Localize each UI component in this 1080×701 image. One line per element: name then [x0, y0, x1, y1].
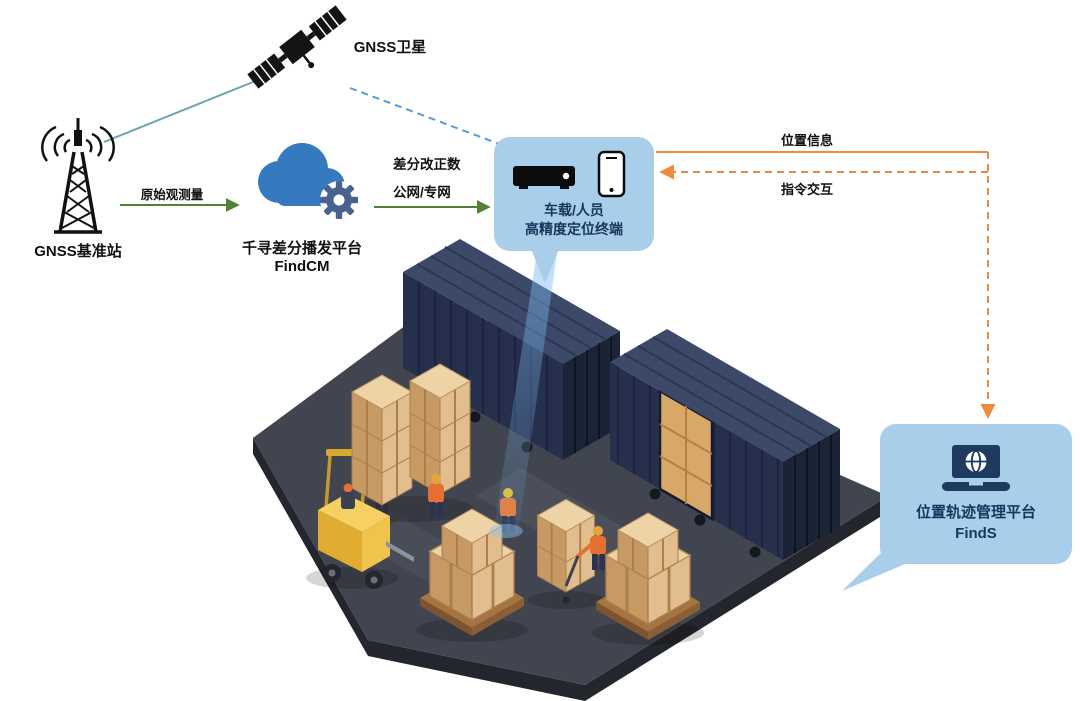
pallet-stack-left — [351, 363, 471, 506]
corrections-label-line1: 差分改正数 — [393, 157, 461, 172]
terminal-card: 车载/人员 高精度定位终端 — [494, 137, 654, 251]
terminal-icons — [513, 150, 626, 197]
command-interaction-label: 指令交互 — [780, 182, 834, 197]
edge-satellite-to-terminal — [349, 87, 503, 146]
gear-icon — [320, 181, 358, 219]
warehouse-scene — [253, 239, 888, 701]
pallet-cluster-right — [596, 512, 700, 640]
forklift-driver — [343, 483, 353, 493]
worker-1 — [428, 474, 444, 518]
satellite-icon — [247, 5, 347, 89]
receiver-icon — [513, 165, 575, 189]
cloud-platform-name: FindCM — [274, 258, 330, 275]
cloud-platform-label: 千寻差分播发平台 — [241, 240, 363, 257]
management-platform-name: FindS — [955, 524, 997, 542]
finds-card: 位置轨迹管理平台 FindS — [880, 424, 1072, 564]
beam-glow — [489, 524, 523, 538]
terminal-label-line1: 车载/人员 — [544, 201, 604, 218]
pallet-cluster-middle — [420, 508, 524, 636]
worker-3 — [564, 526, 606, 587]
positioning-beam — [494, 252, 557, 535]
forklift — [318, 444, 414, 589]
corrections-label-line2: 公网/专网 — [393, 185, 451, 200]
satellite-label: GNSS卫星 — [353, 39, 427, 56]
edge-satellite-to-base — [103, 79, 259, 143]
smartphone-icon — [597, 150, 626, 197]
management-platform-label: 位置轨迹管理平台 — [915, 503, 1036, 521]
base-station-icon — [41, 118, 115, 234]
raw-observation-label: 原始观测量 — [140, 188, 204, 202]
terminal-bubble-tail — [531, 249, 559, 283]
laptop-globe-icon — [942, 444, 1010, 491]
shipping-container-front — [610, 329, 840, 560]
terminal-label-line2: 高精度定位终端 — [525, 220, 623, 237]
base-station-label: GNSS基准站 — [34, 243, 122, 260]
position-info-label: 位置信息 — [780, 133, 834, 148]
pallet-jack-load — [536, 498, 596, 604]
